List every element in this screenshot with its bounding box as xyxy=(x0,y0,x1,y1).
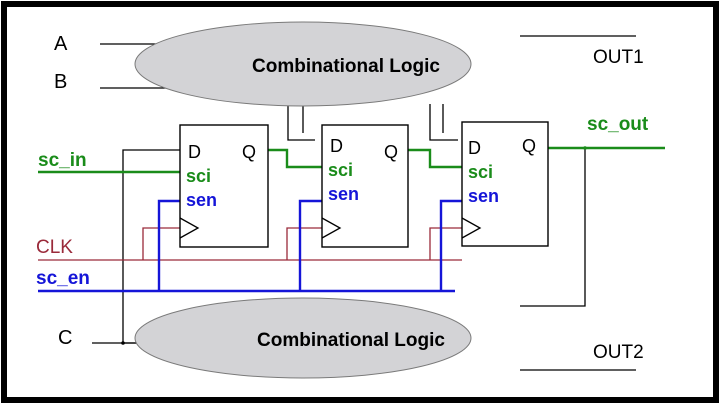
flipflop-2-sen: sen xyxy=(328,184,359,204)
flipflop-1: D Q sci sen xyxy=(179,124,269,248)
clk-to-ff2 xyxy=(286,227,322,260)
out2-label: OUT2 xyxy=(593,342,644,363)
junction-c xyxy=(121,341,125,345)
input-a-label: A xyxy=(54,33,68,55)
ff1-q-to-ff2-sci xyxy=(268,148,322,169)
input-c-label: C xyxy=(58,327,72,349)
flipflop-3-d: D xyxy=(468,138,481,158)
flipflop-2-d: D xyxy=(330,136,343,156)
wire-logic-ff3-d xyxy=(429,104,458,141)
clk-label: CLK xyxy=(36,237,73,258)
sc-out-label: sc_out xyxy=(587,114,649,135)
flipflop-2-sci: sci xyxy=(328,160,353,180)
scan-chain-wires xyxy=(38,146,665,174)
sc-en-to-ff1 xyxy=(157,199,180,291)
wire-feedback xyxy=(520,148,586,307)
sc-in-label: sc_in xyxy=(38,150,87,171)
sc-en-wires xyxy=(38,199,462,293)
flipflop-1-clock-icon xyxy=(179,217,200,239)
flipflop-3-sen: sen xyxy=(468,186,499,206)
clk-wires xyxy=(38,227,462,261)
combinational-logic-top-label: Combinational Logic xyxy=(252,56,440,77)
clk-to-ff1 xyxy=(142,227,180,260)
sc-en-label: sc_en xyxy=(36,268,90,289)
flipflop-1-sci: sci xyxy=(186,166,211,186)
clk-to-ff3 xyxy=(429,227,462,260)
combinational-logic-bottom xyxy=(134,297,472,379)
combinational-logic-top xyxy=(134,21,472,107)
flipflop-3-sci: sci xyxy=(468,162,493,182)
flipflop-1-sen: sen xyxy=(186,190,217,210)
flipflop-1-q: Q xyxy=(242,142,256,162)
sc-en-to-ff2 xyxy=(298,199,322,291)
flipflop-3-q: Q xyxy=(522,136,536,156)
wire-logic-ff2-d xyxy=(287,104,315,141)
flipflop-1-d: D xyxy=(188,142,201,162)
ff2-q-to-ff3-sci xyxy=(408,148,462,169)
sc-en-to-ff3 xyxy=(439,199,462,291)
input-b-label: B xyxy=(54,71,67,93)
flipflop-2-clock-icon xyxy=(321,217,342,239)
combinational-logic-bottom-label: Combinational Logic xyxy=(257,330,445,351)
junction-dots xyxy=(121,146,587,345)
flipflop-3-clock-icon xyxy=(461,217,482,239)
flipflop-2-q: Q xyxy=(384,142,398,162)
junction-sc-out xyxy=(583,146,587,150)
flipflop-3: D Q sci sen xyxy=(461,121,549,247)
out1-label: OUT1 xyxy=(593,47,644,68)
flipflop-2: D Q sci sen xyxy=(321,124,409,248)
